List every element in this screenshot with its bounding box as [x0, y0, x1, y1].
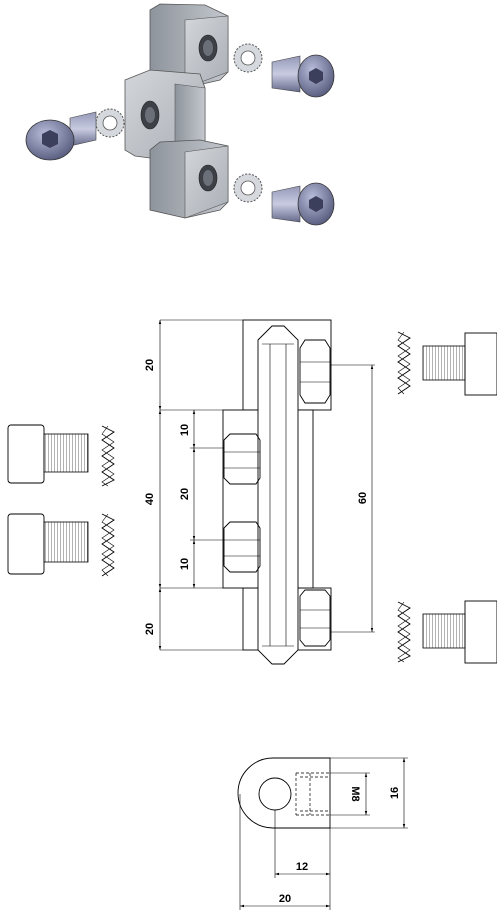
lock-washer-side: [101, 513, 115, 577]
lock-washer-3d: [95, 108, 125, 138]
top-hinge-block: [149, 3, 229, 89]
dim-12: 12: [296, 861, 308, 873]
bottom-hinge-block: [149, 139, 229, 219]
socket-screw-3d: [271, 54, 335, 98]
hex-recess: [223, 521, 261, 573]
dim-20-top: 20: [144, 359, 156, 371]
screw-side-view: [422, 600, 497, 664]
lock-washer-3d: [233, 43, 263, 73]
dim-16: 16: [389, 787, 401, 799]
dim-20-width: 20: [279, 893, 291, 905]
dim-20-middle: 20: [179, 488, 191, 500]
screw-side-view: [7, 513, 89, 575]
end-view-drawing: 16 M8 12 20: [237, 757, 408, 910]
hex-recess: [299, 339, 331, 404]
socket-screw-3d: [25, 111, 97, 161]
dim-m8: M8: [349, 786, 361, 801]
lock-washer-side: [397, 601, 411, 663]
lock-washer-side: [101, 425, 115, 487]
dim-60: 60: [357, 492, 369, 504]
hex-recess: [223, 433, 261, 485]
dim-10-bottom: 10: [179, 558, 191, 570]
dim-40: 40: [144, 493, 156, 505]
front-view-drawing: 20 40 20 10 20 10 60: [7, 319, 497, 665]
lock-washer-side: [397, 331, 411, 395]
dim-20-bottom: 20: [144, 623, 156, 635]
screw-side-view: [7, 424, 89, 484]
hex-recess: [299, 589, 331, 647]
hinge-pin: [257, 325, 299, 665]
exploded-3d-view: [25, 3, 335, 226]
lock-washer-3d: [233, 173, 263, 203]
screw-side-view: [422, 332, 497, 396]
dim-10-top: 10: [179, 424, 191, 436]
end-view-outline: [237, 757, 331, 829]
socket-screw-3d: [271, 182, 335, 226]
